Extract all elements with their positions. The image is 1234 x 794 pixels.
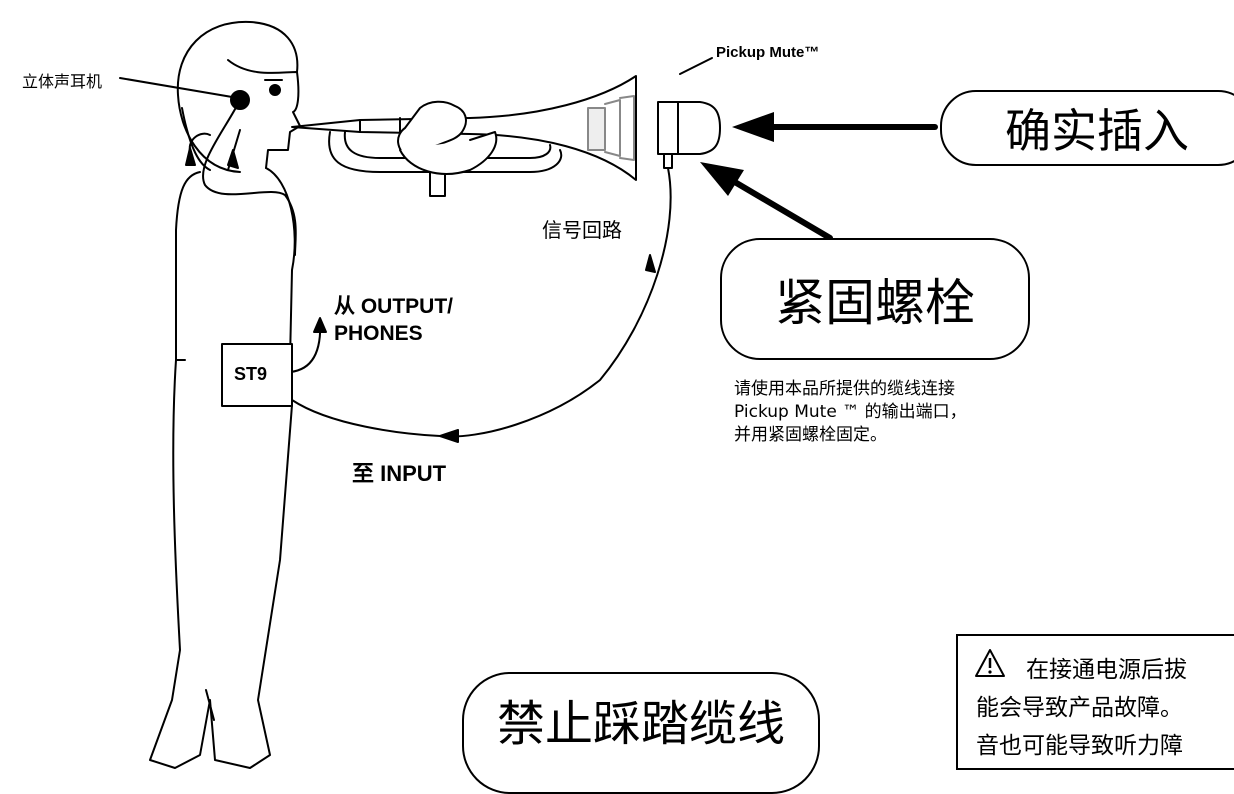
insert-firmly-bubble: 确实插入 (940, 90, 1234, 166)
insert-firmly-text: 确实插入 (1005, 104, 1189, 158)
insert-arrow-head (732, 112, 774, 142)
no-step-bubble: 禁止踩踏缆线 (462, 672, 820, 794)
from-output-label: 从 OUTPUT/ (334, 295, 453, 318)
st9-unit (221, 343, 293, 407)
fix-screw-text: 紧固螺栓 (775, 274, 975, 332)
cable-note-line1: 请使用本品所提供的缆线连接 (734, 379, 955, 399)
warning-box: 在接通电源后拔 能会导致产品故障。 音也可能导致听力障 (956, 634, 1234, 770)
warning-line2: 能会导致产品故障。 (976, 695, 1183, 721)
no-step-text: 禁止踩踏缆线 (496, 696, 785, 752)
player-hands (397, 100, 498, 175)
pickup-mute (657, 57, 721, 169)
signal-path-label: 信号回路 (542, 218, 622, 242)
warning-triangle-icon (975, 649, 1005, 677)
headphones-leader-line (119, 77, 239, 99)
cable-note-line3: 并用紧固螺栓固定。 (734, 425, 887, 445)
fix-screw-bubble: 紧固螺栓 (720, 238, 1030, 360)
screw-arrow-shaft (725, 175, 833, 241)
warning-line3: 音也可能导致听力障 (976, 733, 1183, 759)
headphone-cable (185, 99, 297, 256)
signal-cable (291, 167, 672, 443)
st9-label: ST9 (234, 364, 268, 384)
warning-line1: 在接通电源后拔 (1026, 657, 1187, 683)
screw-arrow-head (700, 162, 744, 196)
output-cable (289, 317, 327, 373)
cable-note-line2: Pickup Mute ™ 的输出端口， (734, 402, 967, 422)
headphones-label: 立体声耳机 (22, 72, 103, 91)
player-body (149, 167, 296, 769)
headphone-earpiece (230, 90, 250, 110)
illustration (119, 20, 938, 769)
trumpet (291, 75, 637, 197)
phones-label: PHONES (334, 322, 423, 345)
cable-note: 请使用本品所提供的缆线连接 Pickup Mute ™ 的输出端口， 并用紧固螺… (734, 378, 967, 447)
pickup-mute-label: Pickup Mute™ (716, 44, 820, 61)
to-input-label: 至 INPUT (352, 461, 447, 486)
